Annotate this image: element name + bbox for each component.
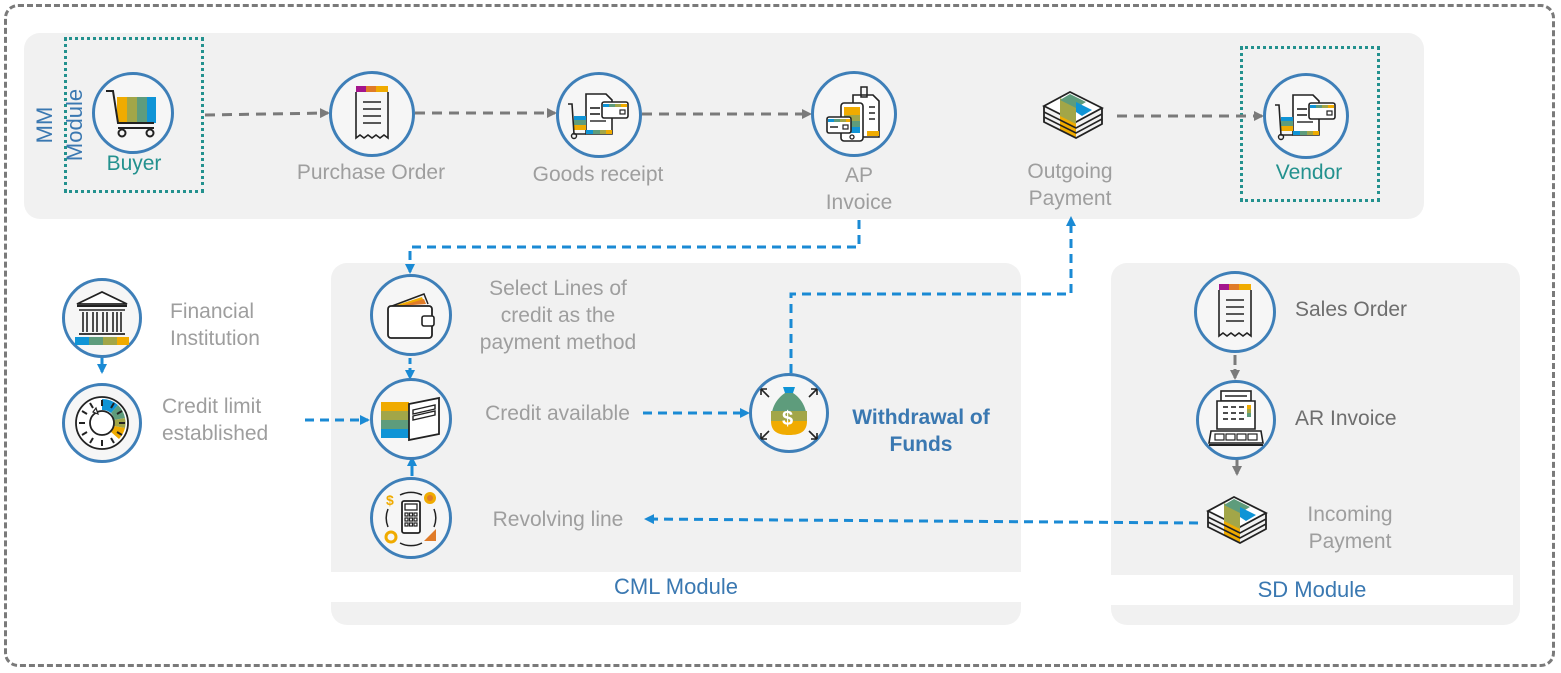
- outgoing-payment-label: Outgoing Payment: [1000, 158, 1140, 212]
- buyer-node[interactable]: [92, 72, 174, 154]
- bank-icon: [75, 291, 129, 345]
- sd-module-label: SD Module: [1111, 575, 1513, 605]
- ar-invoice-label: AR Invoice: [1295, 407, 1397, 430]
- ap-invoice-label-line2: Invoice: [825, 191, 893, 214]
- withdrawal-node[interactable]: $: [749, 373, 829, 453]
- goods-receipt-label: Goods receipt: [532, 163, 664, 186]
- revolving-line-label: Revolving line: [492, 508, 624, 531]
- calculator-cycle-icon: $: [384, 491, 437, 547]
- credit-limit-label-line2: established: [162, 422, 269, 445]
- sales-order-node[interactable]: [1194, 271, 1276, 353]
- receipt-icon: [355, 86, 389, 140]
- credit-limit-label: Credit limit established: [162, 393, 302, 447]
- sales-order-label: Sales Order: [1295, 298, 1408, 321]
- vendor-node[interactable]: [1263, 73, 1349, 159]
- arrow-buyer-to-po: [204, 108, 330, 119]
- purchase-order-label: Purchase Order: [296, 161, 446, 184]
- incoming-payment-label: Incoming Payment: [1285, 501, 1415, 555]
- revolving-line-node[interactable]: $: [370, 477, 452, 559]
- outer-frame: [4, 4, 1555, 667]
- withdrawal-label-line1: Withdrawal of: [852, 406, 990, 429]
- svg-text:$: $: [782, 408, 793, 430]
- financial-institution-node[interactable]: [62, 278, 142, 358]
- cml-module-label: CML Module: [331, 572, 1021, 602]
- ap-invoice-node[interactable]: [811, 71, 897, 157]
- select-lines-label: Select Lines of credit as the payment me…: [458, 275, 658, 356]
- select-lines-label-line3: payment method: [479, 331, 637, 354]
- svg-text:$: $: [386, 492, 394, 508]
- financial-institution-label-line1: Financial: [170, 300, 255, 323]
- wallet-icon: [387, 293, 435, 339]
- outgoing-payment-node[interactable]: [1040, 88, 1110, 140]
- buyer-label: Buyer: [106, 152, 162, 175]
- select-lines-label-line1: Select Lines of: [489, 277, 627, 300]
- goods-receipt-icon: [568, 93, 629, 140]
- card-file-icon: [381, 396, 440, 442]
- purchase-order-node[interactable]: [329, 71, 415, 157]
- select-lines-label-line2: credit as the: [500, 304, 616, 327]
- select-lines-node[interactable]: [370, 274, 452, 356]
- invoice-phone-card-icon: [826, 86, 880, 142]
- mm-module-panel: [24, 33, 1424, 219]
- credit-limit-label-line1: Credit limit: [162, 395, 262, 418]
- credit-limit-node[interactable]: [62, 383, 142, 463]
- goods-receipt-icon: [1275, 94, 1336, 141]
- cash-stack-icon: [1206, 495, 1268, 545]
- financial-institution-label: Financial Institution: [170, 298, 300, 352]
- incoming-payment-label-line2: Payment: [1308, 530, 1392, 553]
- cash-stack-icon: [1042, 90, 1104, 140]
- arrow-incoming-to-revolving: [644, 514, 1199, 525]
- incoming-payment-label-line1: Incoming: [1307, 503, 1393, 526]
- incoming-payment-node[interactable]: [1204, 493, 1270, 547]
- dial-gauge-icon: [75, 396, 129, 450]
- ap-invoice-label: AP Invoice: [804, 162, 914, 216]
- ap-invoice-label-line1: AP: [844, 164, 873, 187]
- receipt-icon: [1218, 284, 1252, 338]
- credit-available-label: Credit available: [485, 402, 630, 425]
- credit-available-node[interactable]: [370, 378, 452, 460]
- outgoing-payment-label-line1: Outgoing: [1027, 160, 1113, 183]
- arrow-withdrawal-to-outgoing: [789, 216, 1076, 373]
- goods-receipt-node[interactable]: [556, 72, 642, 158]
- withdrawal-label-line2: Funds: [889, 433, 953, 456]
- withdrawal-label: Withdrawal of Funds: [832, 404, 1010, 458]
- buyer-highlight-box: [64, 37, 204, 193]
- shopping-cart-icon: [106, 90, 156, 138]
- outgoing-payment-label-line2: Payment: [1028, 187, 1112, 210]
- cash-register-icon: [1208, 390, 1264, 446]
- money-bag-icon: $: [760, 387, 818, 440]
- vendor-label: Vendor: [1275, 161, 1343, 184]
- financial-institution-label-line2: Institution: [170, 327, 260, 350]
- vendor-highlight-box: [1240, 46, 1380, 202]
- sd-module-panel: [1111, 263, 1520, 625]
- ar-invoice-node[interactable]: [1196, 380, 1276, 460]
- arrow-ap-to-select-lines: [405, 220, 861, 274]
